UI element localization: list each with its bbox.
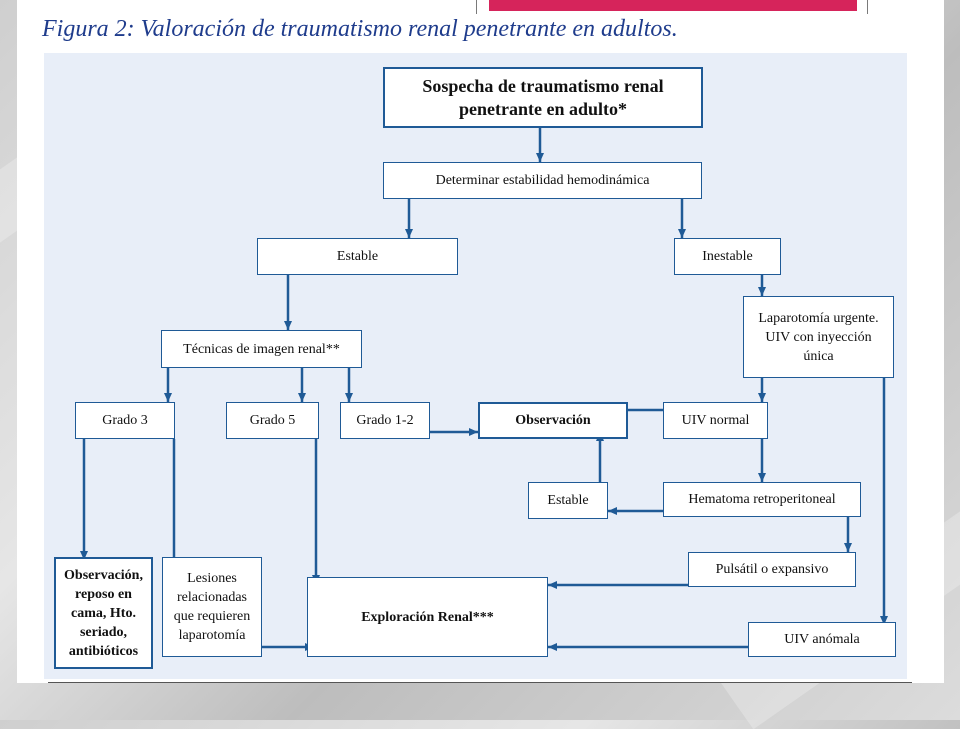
node-observacion-reposo: Observación, reposo en cama, Hto. seriad… <box>54 557 153 669</box>
node-grado3: Grado 3 <box>75 402 175 439</box>
node-laparotomia: Laparotomía urgente. UIV con inyección ú… <box>743 296 894 378</box>
bottom-rule <box>48 682 912 683</box>
figure-title: Figura 2: Valoración de traumatismo rena… <box>42 16 678 42</box>
node-grado5: Grado 5 <box>226 402 319 439</box>
node-determinar: Determinar estabilidad hemodinámica <box>383 162 702 199</box>
node-inestable: Inestable <box>674 238 781 275</box>
node-exploracion-renal: Exploración Renal*** <box>307 577 548 657</box>
node-pulsatil: Pulsátil o expansivo <box>688 552 856 587</box>
node-sospecha: Sospecha de traumatismo renal penetrante… <box>383 67 703 128</box>
node-observacion: Observación <box>478 402 628 439</box>
node-estable: Estable <box>257 238 458 275</box>
node-grado12: Grado 1-2 <box>340 402 430 439</box>
top-accent-tab <box>489 0 857 11</box>
node-lesiones: Lesiones relacionadas que requieren lapa… <box>162 557 262 657</box>
node-uiv-anomala: UIV anómala <box>748 622 896 657</box>
node-tecnicas: Técnicas de imagen renal** <box>161 330 362 368</box>
node-hematoma: Hematoma retroperitoneal <box>663 482 861 517</box>
node-uiv-normal: UIV normal <box>663 402 768 439</box>
node-estable-hematoma: Estable <box>528 482 608 519</box>
